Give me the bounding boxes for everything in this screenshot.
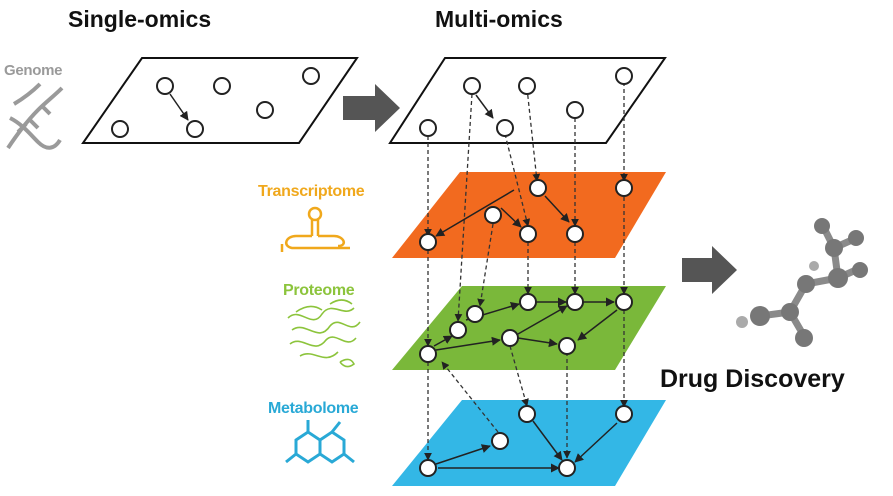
protein-ribbon-icon bbox=[287, 299, 361, 368]
molecule-ring-icon bbox=[285, 420, 355, 464]
rna-hairpin-icon bbox=[280, 206, 350, 252]
metabolome-label: Metabolome bbox=[268, 400, 359, 417]
transcriptome-plane bbox=[392, 172, 666, 258]
intra-layer-links bbox=[433, 94, 618, 473]
proteome-label: Proteome bbox=[283, 282, 355, 299]
dna-helix-icon bbox=[6, 82, 64, 150]
network-nodes bbox=[419, 67, 633, 477]
right-arrow-2 bbox=[682, 246, 737, 294]
right-arrow-1 bbox=[343, 84, 400, 132]
transcriptome-label: Transcriptome bbox=[258, 183, 365, 200]
inter-layer-links bbox=[424, 82, 628, 461]
multi-omics-title: Multi-omics bbox=[435, 6, 563, 32]
genome-label: Genome bbox=[4, 62, 63, 79]
drug-molecule-icon bbox=[736, 218, 868, 347]
single-omics-plane bbox=[81, 57, 359, 144]
genome-plane bbox=[388, 57, 667, 144]
single-omics-title: Single-omics bbox=[68, 6, 212, 32]
metabolome-plane bbox=[392, 400, 666, 486]
drug-discovery-label: Drug Discovery bbox=[660, 365, 845, 393]
